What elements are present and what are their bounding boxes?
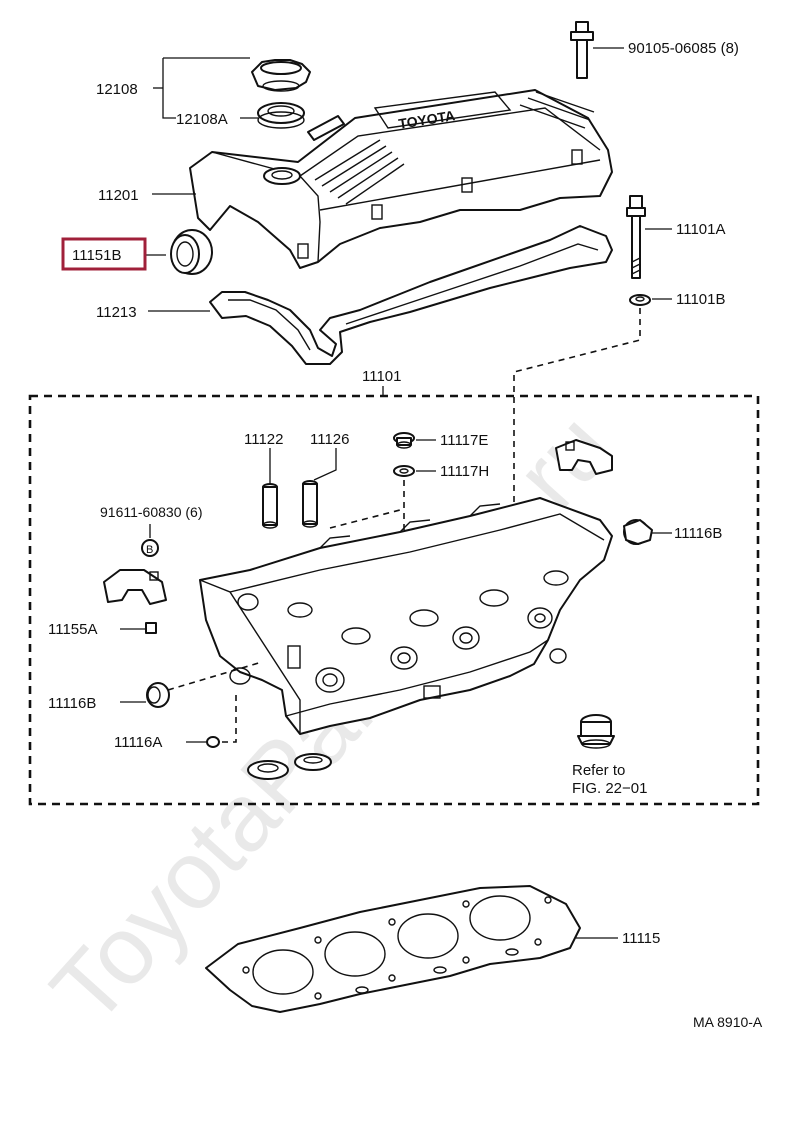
label-11116B-left[interactable]: 11116B bbox=[48, 695, 96, 712]
bolt-91611-60830[interactable]: B bbox=[141, 539, 159, 557]
bracket-12108 bbox=[162, 58, 176, 119]
label-11126[interactable]: 11126 bbox=[310, 431, 350, 448]
label-90105-06085[interactable]: 90105-06085 (8) bbox=[628, 40, 739, 57]
ring-seal-right[interactable] bbox=[294, 753, 332, 771]
cap-gasket-12108A[interactable] bbox=[257, 102, 305, 129]
bolt-90105-06085[interactable] bbox=[570, 21, 594, 79]
plug-11116B-right[interactable] bbox=[623, 519, 653, 545]
assembly-border-11101 bbox=[28, 394, 760, 806]
oil-seal-11151B[interactable] bbox=[170, 229, 213, 275]
label-11101B[interactable]: 11101B bbox=[676, 291, 726, 308]
label-91611-60830[interactable]: 91611-60830 (6) bbox=[100, 504, 202, 520]
plug-refer-fig-22-01[interactable] bbox=[577, 714, 615, 749]
ring-seal-left[interactable] bbox=[247, 760, 289, 780]
valve-guide-11126[interactable] bbox=[302, 480, 318, 528]
head-gasket-11115[interactable] bbox=[205, 885, 581, 1013]
label-11117H[interactable]: 11117H bbox=[440, 463, 489, 480]
diagram-code: MA 8910-A bbox=[693, 1014, 763, 1030]
label-refer-to[interactable]: Refer to bbox=[572, 762, 625, 779]
plug-11117E[interactable] bbox=[393, 432, 415, 449]
label-12108A[interactable]: 12108A bbox=[176, 111, 228, 128]
label-11117E[interactable]: 11117E bbox=[440, 432, 488, 449]
label-11116B-right[interactable]: 11116B bbox=[674, 525, 722, 542]
label-11101[interactable]: 11101 bbox=[362, 368, 402, 385]
oil-filler-cap-12108[interactable] bbox=[251, 59, 311, 92]
svg-text:B: B bbox=[146, 544, 153, 556]
label-11155A[interactable]: 11155A bbox=[48, 621, 98, 638]
camshaft-bearing-cap-right[interactable] bbox=[555, 439, 613, 475]
label-11213[interactable]: 11213 bbox=[96, 304, 137, 321]
label-11122[interactable]: 11122 bbox=[244, 431, 284, 448]
plug-11116B-left[interactable] bbox=[146, 682, 170, 708]
stud-bolt-11101A[interactable] bbox=[626, 195, 646, 279]
valve-guide-11122[interactable] bbox=[262, 483, 278, 529]
washer-11101B[interactable] bbox=[629, 294, 651, 306]
dowel-pin-11155A[interactable] bbox=[145, 622, 157, 634]
label-11151B[interactable]: 11151B bbox=[72, 247, 122, 264]
label-11115[interactable]: 11115 bbox=[622, 930, 660, 947]
label-fig-22-01[interactable]: FIG. 22−01 bbox=[572, 780, 647, 797]
label-11116A[interactable]: 11116A bbox=[114, 734, 162, 751]
label-11201[interactable]: 11201 bbox=[98, 187, 139, 204]
cylinder-head-cover-11201[interactable]: TOYOTA bbox=[189, 89, 613, 269]
dashline-11101B bbox=[513, 308, 641, 520]
label-12108[interactable]: 12108 bbox=[96, 81, 138, 98]
camshaft-bearing-cap-left[interactable] bbox=[103, 569, 167, 605]
gasket-11117H[interactable] bbox=[393, 465, 415, 477]
cylinder-head-11101[interactable] bbox=[199, 497, 613, 735]
label-11101A[interactable]: 11101A bbox=[676, 221, 726, 238]
highlight-box-11151B bbox=[61, 237, 147, 271]
cover-gasket-11213[interactable] bbox=[209, 225, 613, 365]
pin-11116A[interactable] bbox=[206, 736, 220, 748]
